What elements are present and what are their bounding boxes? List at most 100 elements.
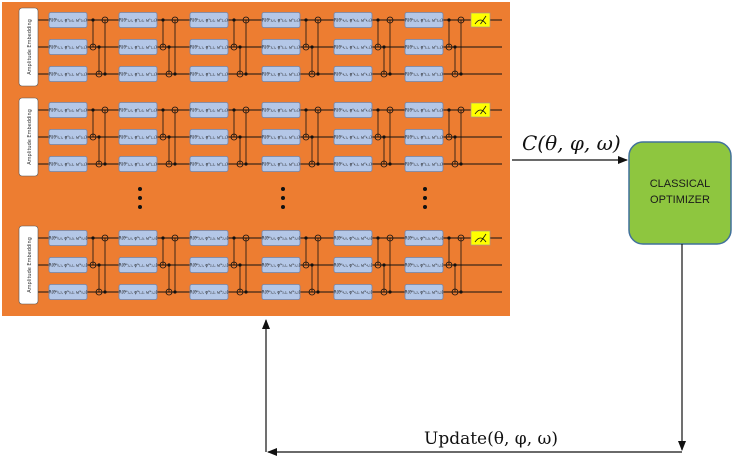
update-label: Update(θ, φ, ω) (424, 429, 558, 449)
rotation-gate (118, 129, 158, 145)
rotation-gate-label: R(θ¹₀,₁, φ¹₀,₁, ω¹₀,₁) (49, 45, 87, 50)
cnot-control (376, 18, 380, 22)
rotation-gate (189, 39, 229, 55)
rotation-gate-label: R(θ¹₁,₂, φ¹₁,₂, ω¹₁,₂) (119, 72, 157, 77)
rotation-gate (333, 102, 373, 118)
rotation-gate (48, 156, 88, 172)
rotation-gate-label: R(θ²₀,₀, φ²₀,₀, ω²₀,₀) (49, 108, 87, 113)
rotation-gate (404, 129, 444, 145)
cnot-control (453, 135, 457, 139)
cnot-control (310, 45, 314, 49)
meter-needle-icon (480, 105, 487, 115)
rotation-gate-label: R(θ²₃,₂, φ²₃,₂, ω²₃,₂) (262, 162, 300, 167)
rotation-gate (261, 129, 301, 145)
rotation-gate-label: R(θᴺ₅,₀, φᴺ₅,₀, ωᴺ₅,₀) (405, 236, 444, 241)
cnot-control (304, 18, 308, 22)
rotation-gate-label: R(θ²₀,₁, φ²₀,₁, ω²₀,₁) (49, 135, 87, 140)
rotation-gate (261, 12, 301, 28)
cnot-control (382, 263, 386, 267)
cnot-control (382, 45, 386, 49)
rotation-gate (333, 12, 373, 28)
rotation-gate-label: R(θ¹₁,₁, φ¹₁,₁, ω¹₁,₁) (119, 45, 157, 50)
cnot-control (173, 290, 177, 294)
rotation-gate-label: R(θ²₁,₀, φ²₁,₀, ω²₁,₀) (119, 108, 157, 113)
cnot-control (388, 290, 392, 294)
rotation-gate-label: R(θᴺ₄,₂, φᴺ₄,₂, ωᴺ₄,₂) (334, 290, 373, 295)
rotation-gate (333, 66, 373, 82)
rotation-gate (48, 12, 88, 28)
rotation-gate-label: R(θᴺ₁,₂, φᴺ₁,₂, ωᴺ₁,₂) (119, 290, 158, 295)
rotation-gate (48, 129, 88, 145)
rotation-gate (404, 39, 444, 55)
rotation-gate-label: R(θ¹₄,₂, φ¹₄,₂, ω¹₄,₂) (334, 72, 372, 77)
rotation-gate (261, 257, 301, 273)
rotation-gate-label: R(θᴺ₂,₁, φᴺ₂,₁, ωᴺ₂,₁) (190, 263, 229, 268)
rotation-gate-label: R(θ²₁,₁, φ²₁,₁, ω²₁,₁) (119, 135, 157, 140)
rotation-gate (404, 156, 444, 172)
rotation-gate (118, 257, 158, 273)
rotation-gate-label: R(θᴺ₀,₁, φᴺ₀,₁, ωᴺ₀,₁) (49, 263, 88, 268)
rotation-gate-label: R(θ¹₂,₀, φ¹₂,₀, ω¹₂,₀) (190, 18, 228, 23)
rotation-gate (261, 66, 301, 82)
amplitude-embedding-label: Amplitude Embedding (27, 237, 33, 293)
cnot-control (304, 236, 308, 240)
cnot-control (244, 72, 248, 76)
amplitude-embedding-block (18, 7, 39, 87)
cnot-control (310, 135, 314, 139)
amplitude-embedding-block (18, 225, 39, 305)
rotation-gate-label: R(θ¹₅,₂, φ¹₅,₂, ω¹₅,₂) (405, 72, 443, 77)
rotation-gate-label: R(θ¹₂,₁, φ¹₂,₁, ω¹₂,₁) (190, 45, 228, 50)
rotation-gate-label: R(θᴺ₂,₂, φᴺ₂,₂, ωᴺ₂,₂) (190, 290, 229, 295)
rotation-gate-label: R(θ²₅,₂, φ²₅,₂, ω²₅,₂) (405, 162, 443, 167)
rotation-gate (333, 39, 373, 55)
rotation-gate (118, 102, 158, 118)
rotation-gate (48, 102, 88, 118)
cnot-control (304, 108, 308, 112)
cnot-control (244, 290, 248, 294)
rotation-gate-label: R(θ¹₃,₂, φ¹₃,₂, ω¹₃,₂) (262, 72, 300, 77)
cnot-control (316, 162, 320, 166)
cnot-control (238, 45, 242, 49)
rotation-gate-label: R(θᴺ₀,₂, φᴺ₀,₂, ωᴺ₀,₂) (49, 290, 88, 295)
rotation-gate-label: R(θ²₀,₂, φ²₀,₂, ω²₀,₂) (49, 162, 87, 167)
cnot-control (310, 263, 314, 267)
cnot-control (173, 162, 177, 166)
rotation-gate-label: R(θ²₃,₀, φ²₃,₀, ω²₃,₀) (262, 108, 300, 113)
cost-label: C(θ, φ, ω) (522, 131, 621, 155)
rotation-gate (189, 257, 229, 273)
cnot-control (238, 263, 242, 267)
rotation-gate (189, 12, 229, 28)
rotation-gate-label: R(θ¹₅,₀, φ¹₅,₀, ω¹₅,₀) (405, 18, 443, 23)
rotation-gate (261, 102, 301, 118)
meter-needle-icon (480, 15, 487, 25)
cnot-control (161, 236, 165, 240)
cnot-control (232, 236, 236, 240)
ellipsis-dots (138, 187, 427, 209)
rotation-gate (189, 102, 229, 118)
optimizer-label-line1: CLASSICAL (650, 178, 711, 190)
cnot-control (103, 162, 107, 166)
rotation-gate-label: R(θᴺ₃,₀, φᴺ₃,₀, ωᴺ₃,₀) (262, 236, 301, 241)
amplitude-embedding-block (18, 97, 39, 177)
rotation-gate (261, 156, 301, 172)
cnot-control (453, 263, 457, 267)
rotation-gate-label: R(θᴺ₃,₁, φᴺ₃,₁, ωᴺ₃,₁) (262, 263, 301, 268)
rotation-gate-label: R(θᴺ₁,₁, φᴺ₁,₁, ωᴺ₁,₁) (119, 263, 158, 268)
cnot-control (232, 18, 236, 22)
cnot-control (316, 72, 320, 76)
rotation-gate (333, 230, 373, 246)
rotation-gate-label: R(θ²₃,₁, φ²₃,₁, ω²₃,₁) (262, 135, 300, 140)
cnot-control (459, 162, 463, 166)
rotation-gate (189, 284, 229, 300)
cnot-control (167, 135, 171, 139)
rotation-gate (48, 230, 88, 246)
rotation-gate-label: R(θᴺ₅,₂, φᴺ₅,₂, ωᴺ₅,₂) (405, 290, 444, 295)
rotation-gate (48, 66, 88, 82)
rotation-gate (118, 66, 158, 82)
cnot-control (97, 135, 101, 139)
cnot-control (459, 72, 463, 76)
cnot-control (447, 18, 451, 22)
